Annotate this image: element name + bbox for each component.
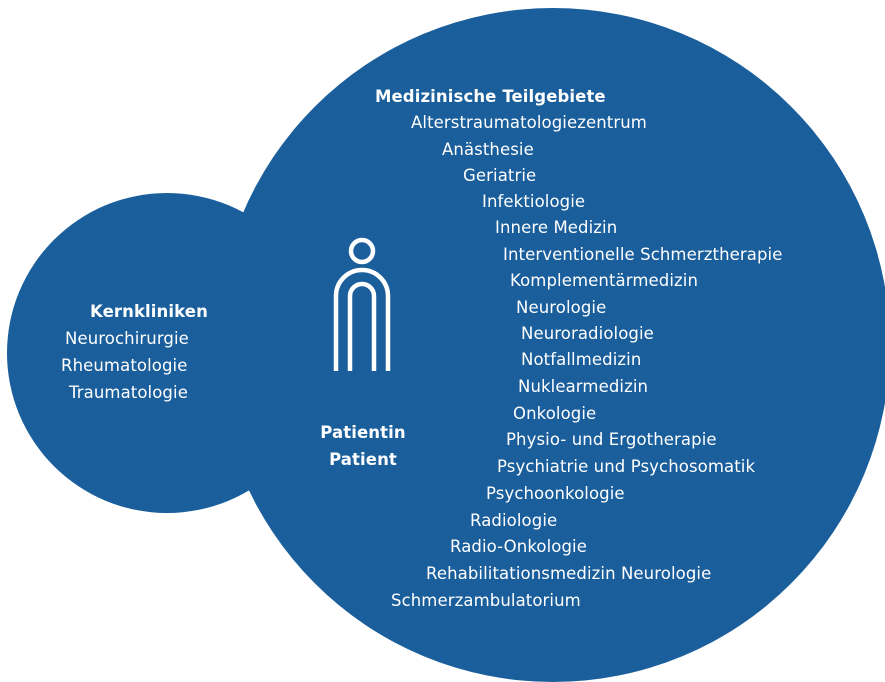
core-clinic-item: Neurochirurgie — [65, 329, 189, 348]
specialty-item: Schmerzambulatorium — [391, 591, 581, 610]
specialty-item: Physio- und Ergotherapie — [506, 430, 717, 449]
core-clinic-item: Rheumatologie — [61, 356, 188, 375]
specialty-item: Alterstraumatologiezentrum — [411, 113, 647, 132]
specialty-item: Radio-Onkologie — [450, 537, 587, 556]
core-clinics-title: Kernkliniken — [90, 302, 208, 321]
specialties-circle — [216, 8, 885, 682]
specialty-item: Nuklearmedizin — [518, 377, 649, 396]
person-icon — [333, 237, 391, 371]
specialty-item: Onkologie — [513, 404, 597, 423]
specialty-item: Neurologie — [516, 298, 607, 317]
specialty-item: Rehabilitationsmedizin Neurologie — [426, 564, 712, 583]
specialty-item: Notfallmedizin — [521, 350, 642, 369]
specialty-item: Innere Medizin — [495, 218, 618, 237]
specialties-title: Medizinische Teilgebiete — [375, 87, 606, 106]
specialty-item: Interventionelle Schmerztherapie — [503, 245, 783, 264]
patient-label-male: Patient — [329, 450, 397, 469]
specialty-item: Neuroradiologie — [521, 324, 654, 343]
specialty-item: Psychiatrie und Psychosomatik — [497, 457, 756, 476]
specialty-item: Anästhesie — [442, 140, 534, 159]
patient-label: Patientin Patient — [300, 419, 426, 473]
specialty-item: Psychoonkologie — [486, 484, 625, 503]
core-clinic-item: Traumatologie — [69, 383, 188, 402]
specialty-item: Radiologie — [470, 511, 558, 530]
specialty-item: Komplementärmedizin — [510, 271, 699, 290]
specialty-item: Infektiologie — [482, 192, 586, 211]
patient-label-female: Patientin — [320, 423, 406, 442]
specialty-item: Geriatrie — [463, 166, 537, 185]
